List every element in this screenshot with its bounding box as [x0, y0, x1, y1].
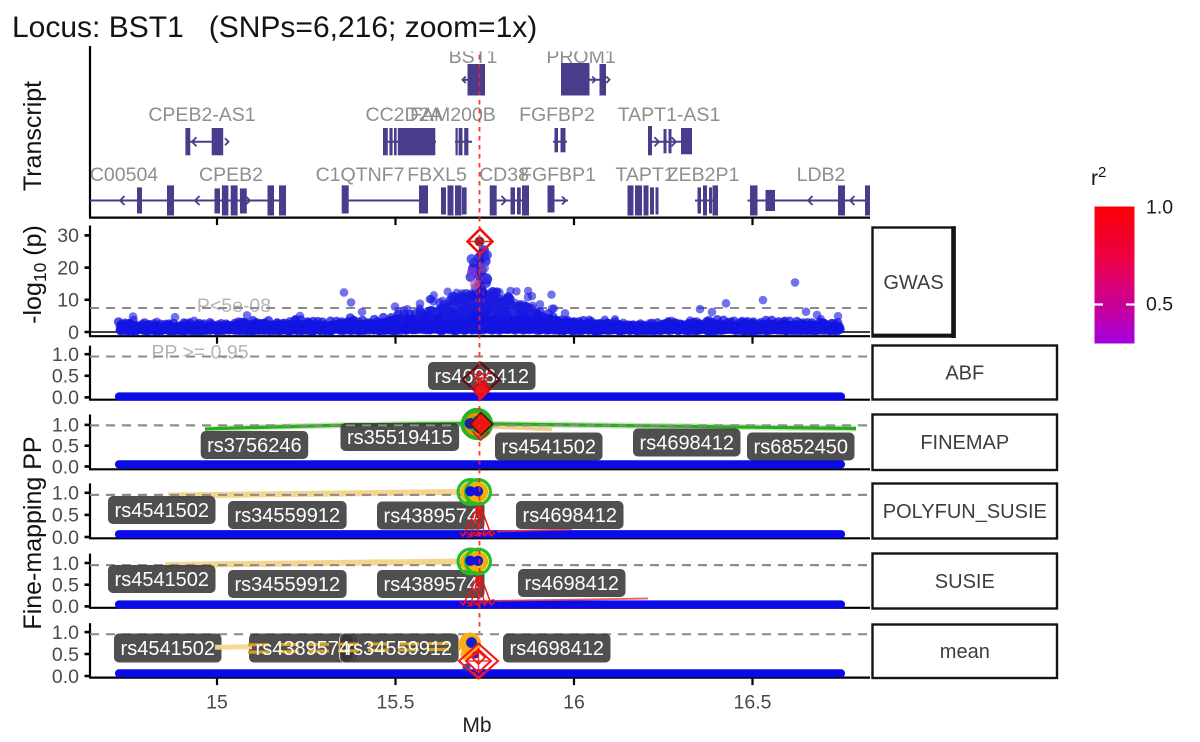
svg-text:rs4698412: rs4698412 [525, 573, 620, 595]
svg-text:Locus: BST1 (SNPs=6,216; zoo: Locus: BST1 (SNPs=6,216; zoom=1x) [12, 11, 537, 44]
svg-text:16.5: 16.5 [734, 692, 772, 714]
svg-text:PP >= 0.95: PP >= 0.95 [151, 342, 248, 364]
svg-text:CC2D2A: CC2D2A [366, 104, 443, 126]
svg-text:FINEMAP: FINEMAP [920, 432, 1009, 454]
svg-text:FAM200B: FAM200B [410, 104, 496, 126]
svg-text:1.0: 1.0 [52, 553, 79, 575]
svg-text:0.0: 0.0 [52, 456, 79, 478]
svg-text:16: 16 [563, 692, 585, 714]
svg-text:CPEB2-AS1: CPEB2-AS1 [148, 104, 255, 126]
svg-text:-log10 (p): -log10 (p) [19, 225, 50, 324]
svg-text:TAPT1-AS1: TAPT1-AS1 [618, 104, 721, 126]
svg-text:rs4698412: rs4698412 [523, 505, 618, 527]
svg-text:Mb: Mb [462, 714, 491, 737]
svg-text:rs6852450: rs6852450 [754, 437, 849, 459]
svg-text:0.5: 0.5 [52, 436, 79, 458]
svg-text:rs4698412: rs4698412 [510, 638, 605, 660]
svg-text:FBXL5: FBXL5 [407, 164, 467, 186]
svg-text:FGFBP2: FGFBP2 [519, 104, 595, 126]
svg-text:1.0: 1.0 [52, 344, 79, 366]
svg-text:1.0: 1.0 [52, 622, 79, 644]
svg-text:0.5: 0.5 [52, 366, 79, 388]
svg-text:rs34559912: rs34559912 [346, 638, 452, 660]
svg-text:rs4541502: rs4541502 [121, 638, 216, 660]
svg-text:0.0: 0.0 [52, 666, 79, 688]
svg-text:rs4698412: rs4698412 [435, 366, 530, 388]
svg-text:0.0: 0.0 [52, 527, 79, 549]
svg-text:0.5: 0.5 [52, 505, 79, 527]
svg-text:0.5: 0.5 [52, 644, 79, 666]
svg-text:TAPT1: TAPT1 [615, 164, 674, 186]
svg-text:rs4389574: rs4389574 [256, 638, 351, 660]
svg-text:CPEB2: CPEB2 [199, 164, 263, 186]
svg-text:0.0: 0.0 [52, 596, 79, 618]
svg-text:C00504: C00504 [90, 164, 158, 186]
svg-text:rs4541502: rs4541502 [115, 500, 210, 522]
svg-text:30: 30 [57, 225, 79, 247]
svg-text:CD38: CD38 [479, 164, 529, 186]
svg-text:rs34559912: rs34559912 [234, 505, 340, 527]
svg-text:10: 10 [57, 290, 79, 312]
svg-text:GWAS: GWAS [883, 272, 943, 294]
svg-text:15.5: 15.5 [377, 692, 415, 714]
svg-text:P<5e-08: P<5e-08 [197, 295, 271, 317]
svg-text:SUSIE: SUSIE [935, 571, 995, 593]
svg-text:rs35519415: rs35519415 [347, 427, 453, 449]
svg-text:1.0: 1.0 [52, 415, 79, 437]
svg-text:rs4541502: rs4541502 [115, 569, 210, 591]
svg-text:ABF: ABF [945, 363, 984, 385]
svg-text:0.0: 0.0 [52, 387, 79, 409]
svg-text:Fine-mapping PP: Fine-mapping PP [19, 436, 47, 629]
svg-text:BST1: BST1 [449, 46, 498, 68]
svg-text:rs34559912: rs34559912 [234, 574, 340, 596]
svg-text:LDB2: LDB2 [797, 164, 846, 186]
svg-text:C1QTNF7: C1QTNF7 [316, 164, 405, 186]
svg-text:rs4389574: rs4389574 [384, 574, 479, 596]
svg-text:1.0: 1.0 [1146, 197, 1173, 219]
svg-text:FGFBP1: FGFBP1 [520, 164, 596, 186]
svg-text:rs4389574: rs4389574 [384, 506, 479, 528]
svg-text:rs3756246: rs3756246 [207, 435, 302, 457]
svg-text:rs4698412: rs4698412 [640, 433, 735, 455]
svg-text:0.5: 0.5 [52, 575, 79, 597]
svg-text:20: 20 [57, 257, 79, 279]
svg-text:15: 15 [206, 692, 228, 714]
svg-text:ZEB2P1: ZEB2P1 [667, 164, 740, 186]
svg-text:rs4541502: rs4541502 [502, 437, 597, 459]
svg-text:0.5: 0.5 [1146, 294, 1173, 316]
svg-text:1.0: 1.0 [52, 483, 79, 505]
svg-text:0: 0 [68, 322, 79, 344]
svg-text:Transcript: Transcript [19, 81, 47, 191]
svg-text:POLYFUN_SUSIE: POLYFUN_SUSIE [883, 501, 1047, 523]
svg-text:mean: mean [940, 641, 990, 663]
